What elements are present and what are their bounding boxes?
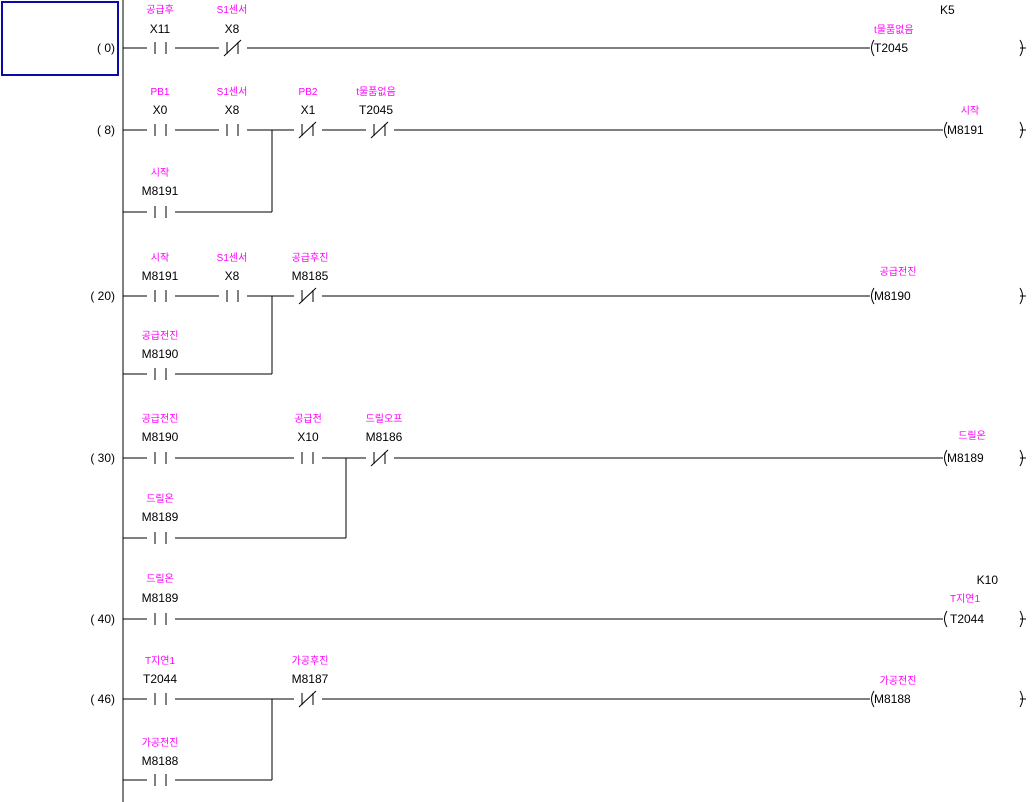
coil-address: M8189 — [947, 451, 984, 465]
device-address: M8190 — [142, 347, 179, 361]
device-address: M8189 — [142, 510, 179, 524]
coil-address: M8188 — [874, 692, 911, 706]
device-address: M8186 — [366, 430, 403, 444]
device-address: X1 — [301, 103, 316, 117]
output-coil[interactable]: 공급전진 M8190 — [871, 266, 1023, 305]
device-comment: 가공전진 — [142, 737, 179, 749]
rung[interactable]: ( 46) T지연1 T2044 가공후진 M8187 가공전진 M8188 — [90, 655, 1026, 786]
coil-comment: T지연1 — [950, 593, 981, 605]
contact-no[interactable]: PB1 X0 — [147, 87, 175, 136]
output-coil[interactable]: 드릴온 M8189 — [944, 429, 1023, 467]
coil-setting: K5 — [940, 3, 955, 17]
coil-setting: K10 — [977, 573, 999, 587]
device-comment: 공급전 — [294, 413, 322, 425]
device-comment: S1센서 — [217, 4, 248, 16]
coil-comment: 드릴온 — [958, 429, 986, 442]
device-comment: T지연1 — [145, 655, 176, 667]
rung[interactable]: ( 40) 드릴온 M8189 K10 T지연1 T2044 — [90, 572, 1026, 628]
step-number: ( 40) — [90, 612, 115, 626]
step-number: ( 46) — [90, 692, 115, 706]
contact-nc[interactable]: 드릴오프 M8186 — [366, 412, 403, 467]
device-comment: S1센서 — [217, 252, 248, 264]
device-comment: 공급전진 — [142, 330, 179, 342]
branch[interactable]: 시작 M8191 — [123, 130, 273, 218]
step-number: ( 8) — [97, 123, 115, 137]
contact-no[interactable]: 시작 M8191 — [142, 252, 179, 302]
device-comment: S1센서 — [217, 86, 248, 98]
step-number: ( 20) — [90, 289, 115, 303]
coil-comment: 가공전진 — [880, 675, 917, 687]
device-address: M8185 — [292, 269, 329, 283]
device-address: T2044 — [143, 672, 177, 686]
rung[interactable]: ( 0) 공급후 X11 S1센서 X8 K5 t물품없음 T2045 — [97, 3, 1026, 57]
device-comment: 시작 — [151, 167, 169, 179]
device-comment: t물품없음 — [356, 85, 396, 98]
contact-nc[interactable]: 공급후진 M8185 — [292, 252, 329, 305]
contact-no[interactable]: S1센서 X8 — [217, 252, 248, 302]
coil-comment: t물품없음 — [874, 23, 914, 36]
contact-no[interactable]: 공급전 X10 — [294, 413, 322, 464]
rung[interactable]: ( 8) PB1 X0 S1센서 X8 PB2 X1 — [97, 85, 1026, 218]
device-address: M8188 — [142, 754, 179, 768]
coil-address: T2045 — [874, 41, 908, 55]
device-address: X11 — [150, 22, 171, 36]
device-comment: PB1 — [151, 87, 170, 98]
contact-no[interactable]: 공급전진 M8190 — [142, 413, 179, 464]
contact-no[interactable]: 드릴온 M8189 — [142, 572, 179, 625]
device-address: X0 — [153, 103, 168, 117]
selection-cursor[interactable] — [1, 1, 119, 76]
output-coil[interactable]: K5 t물품없음 T2045 — [871, 3, 1023, 57]
contact-nc[interactable]: PB2 X1 — [294, 87, 322, 139]
coil-comment: 공급전진 — [880, 266, 917, 278]
output-coil[interactable]: K10 T지연1 T2044 — [944, 573, 1023, 628]
branch[interactable]: 가공전진 M8188 — [123, 699, 273, 786]
output-coil[interactable]: 가공전진 M8188 — [871, 675, 1023, 708]
coil-comment: 시작 — [961, 105, 979, 117]
branch[interactable]: 공급전진 M8190 — [123, 296, 273, 380]
branch[interactable]: 드릴온 M8189 — [123, 458, 347, 544]
contact-no[interactable]: T지연1 T2044 — [143, 655, 177, 705]
device-comment: 가공후진 — [292, 655, 329, 667]
device-address: M8187 — [292, 672, 329, 686]
device-comment: 공급전진 — [142, 413, 179, 425]
contact-nc[interactable]: S1센서 X8 — [217, 4, 248, 57]
output-coil[interactable]: 시작 M8191 — [944, 105, 1023, 139]
device-comment: 드릴온 — [146, 492, 174, 505]
device-address: X8 — [225, 269, 240, 283]
coil-address: M8190 — [874, 289, 911, 303]
contact-nc[interactable]: 가공후진 M8187 — [292, 655, 329, 708]
contact-no[interactable]: S1센서 X8 — [217, 86, 248, 136]
coil-address: M8191 — [947, 123, 984, 137]
contact-no[interactable]: 공급후 X11 — [146, 4, 175, 54]
device-address: X10 — [297, 430, 319, 444]
coil-address: T2044 — [950, 612, 984, 626]
device-comment: 공급후진 — [292, 252, 329, 264]
contact-nc[interactable]: t물품없음 T2045 — [356, 85, 396, 139]
device-comment: 드릴오프 — [366, 412, 403, 425]
rung[interactable]: ( 20) 시작 M8191 S1센서 X8 공급후진 M8185 — [90, 252, 1026, 380]
device-comment: 시작 — [151, 252, 169, 264]
device-address: M8191 — [142, 184, 179, 198]
device-address: M8191 — [142, 269, 179, 283]
rung[interactable]: ( 30) 공급전진 M8190 공급전 X10 드릴오프 M8186 — [90, 412, 1026, 544]
device-address: M8189 — [142, 591, 179, 605]
step-number: ( 0) — [97, 41, 115, 55]
device-address: M8190 — [142, 430, 179, 444]
device-comment: 드릴온 — [146, 572, 174, 585]
device-comment: PB2 — [299, 87, 318, 98]
device-address: X8 — [225, 22, 240, 36]
device-address: X8 — [225, 103, 240, 117]
step-number: ( 30) — [90, 451, 115, 465]
device-address: T2045 — [359, 103, 393, 117]
device-comment: 공급후 — [146, 4, 174, 16]
